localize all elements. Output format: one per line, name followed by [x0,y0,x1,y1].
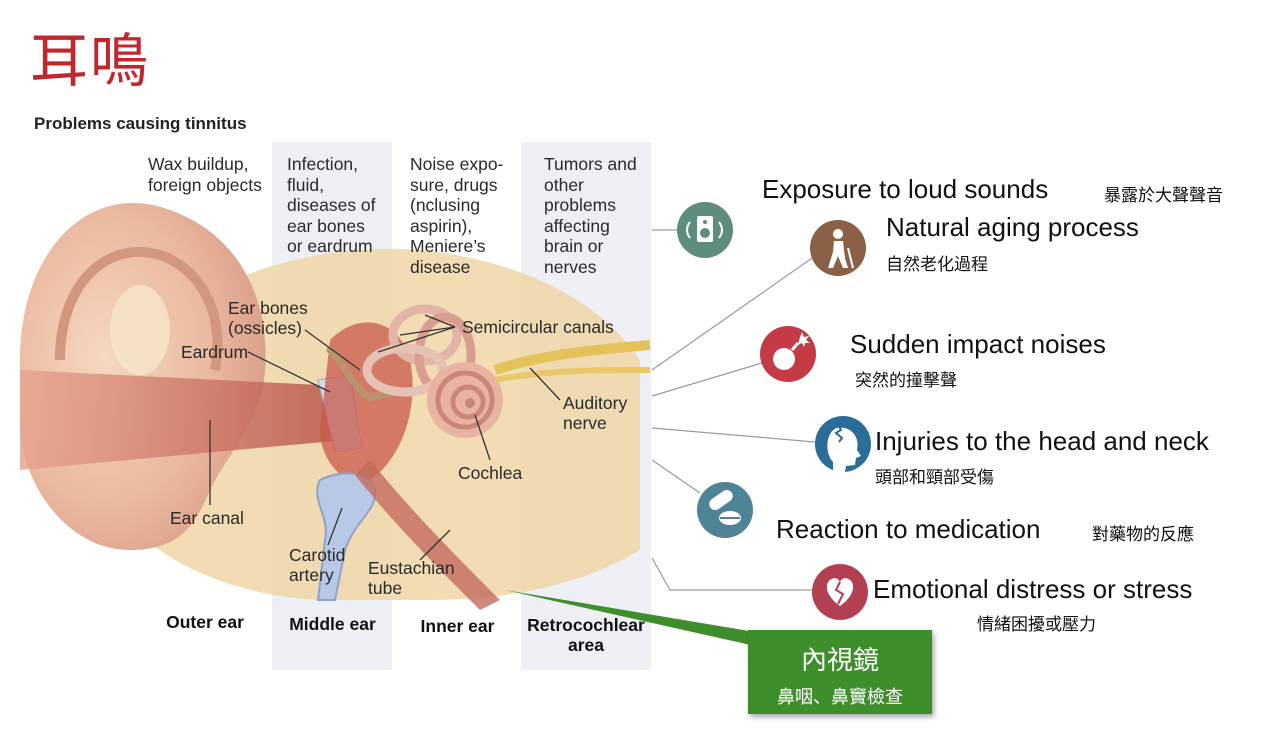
cause-injuries-en: Injuries to the head and neck [875,426,1209,456]
cause-loud-sounds-zh: 暴露於大聲聲音 [1104,186,1223,206]
endoscopy-callout-title: 內視鏡 [800,646,879,676]
zone-retrocochlear: Retrocochlear area [527,615,645,655]
connector-aging [651,255,816,371]
cause-loud-sounds-en: Exposure to loud sounds [762,174,1049,204]
zone-inner-ear: Inner ear [420,616,495,636]
connector-impact [651,362,763,397]
eustachian-tube-shape [355,460,500,610]
figure-title: Problems causing tinnitus [34,114,247,133]
label-auditory-nerve: Auditory nerve [563,393,628,433]
connector-injuries [651,427,816,443]
cause-aging-en: Natural aging process [886,212,1139,242]
ear-anatomy-illustration [20,142,651,670]
cause-impact-en: Sudden impact noises [850,329,1106,359]
broken-heart-icon [812,564,868,620]
callout-pointer [505,590,755,646]
column-header-outer: Wax buildup, foreign objects [148,154,262,195]
cause-emotional-zh: 情緒困擾或壓力 [977,615,1096,635]
column-header-inner: Noise expo- sure, drugs (nclusing aspiri… [410,154,504,277]
leader-carotid [327,507,343,546]
endoscopy-callout: 內視鏡 鼻咽、鼻竇檢查 [748,630,932,714]
head-injury-icon [815,416,871,472]
connector-emotional [651,557,815,591]
connector-medication [651,459,701,494]
leader-semicircular-c [377,326,456,353]
leader-ear-bones [304,329,361,371]
page-title: 耳鳴 [30,27,151,95]
ear-canal-shape [20,370,345,470]
label-carotid-artery: Carotid artery [289,545,346,585]
leader-semicircular-b [424,314,456,328]
cause-medication-zh: 對藥物的反應 [1092,525,1194,545]
bomb-icon [760,326,816,382]
speaker-icon [677,202,733,258]
leader-auditory-nerve [529,367,561,401]
leader-cochlea [474,414,491,461]
leader-semicircular-a [399,326,456,336]
label-eustachian-tube: Eustachian tube [368,558,455,598]
leader-eardrum [247,351,331,393]
endoscopy-callout-subtitle: 鼻咽、鼻竇檢查 [777,687,903,708]
cause-medication-en: Reaction to medication [776,514,1041,544]
cause-impact-zh: 突然的撞擊聲 [855,371,957,391]
label-semicircular-canals: Semicircular canals [462,317,614,337]
auditory-nerve-shape [493,340,651,375]
cause-emotional-en: Emotional distress or stress [873,574,1193,604]
label-eardrum: Eardrum [181,342,249,362]
cause-injuries-zh: 頭部和頸部受傷 [875,468,994,488]
pill-icon [697,482,753,538]
column-header-retro: Tumors and other problems affecting brai… [544,154,637,277]
elderly-person-icon [810,220,866,276]
zone-middle-ear: Middle ear [289,614,376,634]
column-header-middle: Infection, fluid, diseases of ear bones … [287,154,376,256]
zone-outer-ear: Outer ear [166,612,244,632]
label-ear-canal: Ear canal [170,508,244,528]
leader-eustachian [419,529,451,561]
label-ear-bones: Ear bones (ossicles) [228,298,308,338]
label-cochlea: Cochlea [458,463,523,483]
cause-aging-zh: 自然老化過程 [886,255,988,275]
